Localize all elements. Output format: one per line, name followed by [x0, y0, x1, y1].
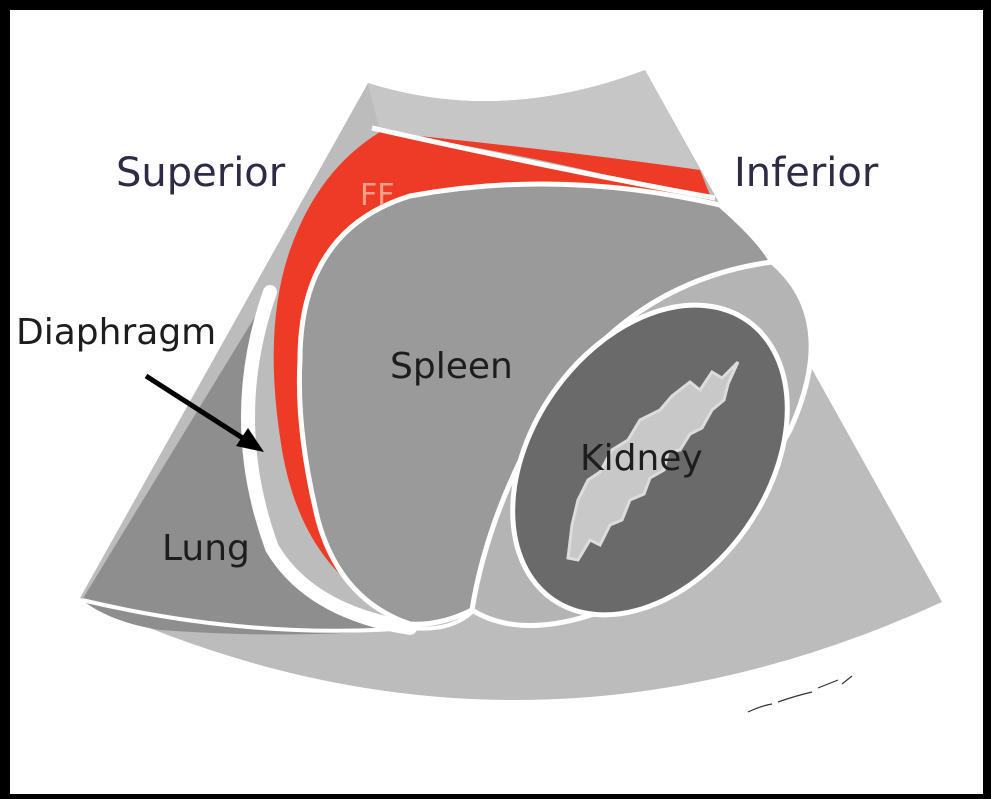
label-kidney: Kidney — [580, 438, 703, 479]
label-inferior: Inferior — [734, 150, 879, 196]
label-spleen: Spleen — [390, 346, 513, 387]
label-ff: FF — [360, 178, 395, 213]
label-superior: Superior — [116, 150, 286, 196]
label-diaphragm: Diaphragm — [16, 312, 216, 353]
label-lung: Lung — [162, 528, 250, 569]
artist-signature — [748, 676, 852, 712]
